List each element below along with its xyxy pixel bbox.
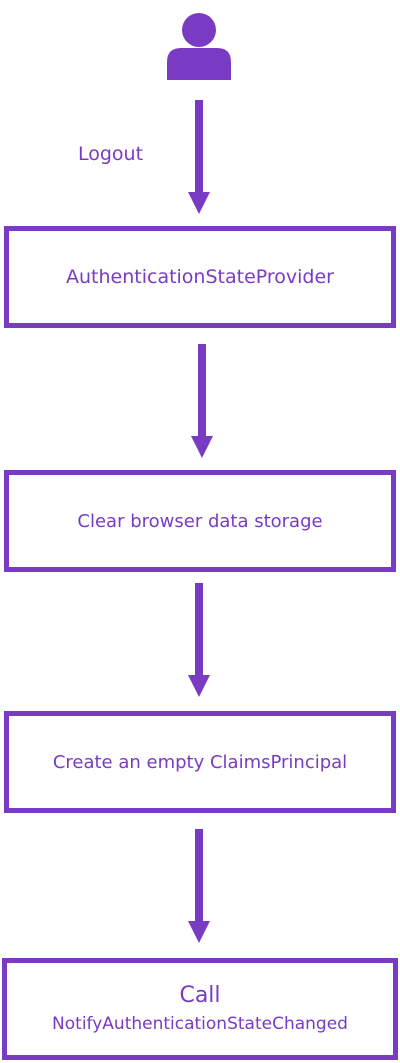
step-label-line1: Call (179, 983, 221, 1008)
edge-label-logout: Logout (78, 143, 144, 165)
user-icon (167, 13, 231, 80)
arrow-create-to-call (188, 829, 210, 943)
step-authentication-state-provider: AuthenticationStateProvider (4, 226, 396, 328)
arrow-user-to-provider (188, 100, 210, 214)
step-create-empty-claims-principal: Create an empty ClaimsPrincipal (4, 711, 396, 813)
step-call-notify-authentication-state-changed: Call NotifyAuthenticationStateChanged (2, 958, 398, 1060)
arrow-provider-to-clear (191, 344, 213, 458)
step-label: Clear browser data storage (77, 510, 323, 532)
step-label-line2: NotifyAuthenticationStateChanged (52, 1014, 348, 1034)
step-label: AuthenticationStateProvider (66, 266, 334, 288)
step-clear-browser-data-storage: Clear browser data storage (4, 470, 396, 572)
arrow-clear-to-create (188, 583, 210, 697)
step-label: Create an empty ClaimsPrincipal (52, 751, 348, 773)
